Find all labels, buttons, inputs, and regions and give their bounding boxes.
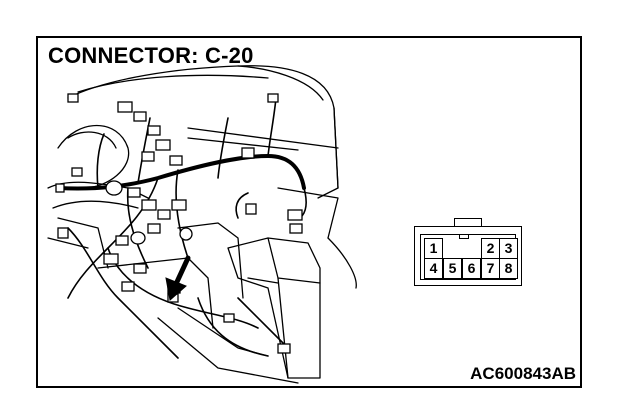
pin-2: 2 [481,238,500,259]
location-arrow [165,255,191,301]
pin-5: 5 [443,258,462,279]
connector-c20-face: 1 2 3 4 5 6 7 8 [414,218,522,286]
instrument-cluster [57,125,130,189]
connector-lock-tab [454,218,482,228]
pin-4: 4 [424,258,443,279]
pin-8: 8 [499,258,518,279]
figure-code: AC600843AB [470,364,576,383]
connector-key [459,235,469,239]
pin-7: 7 [481,258,500,279]
harness-connector [67,93,79,103]
diagram-title: CONNECTOR: C-20 [48,43,254,68]
center-console [227,237,321,379]
pin-1: 1 [424,238,443,259]
pin-6: 6 [462,258,481,279]
diagram-frame: CONNECTOR: C-20 [36,36,582,388]
pin-3: 3 [499,238,518,259]
dashboard-harness-illustration [47,65,357,384]
